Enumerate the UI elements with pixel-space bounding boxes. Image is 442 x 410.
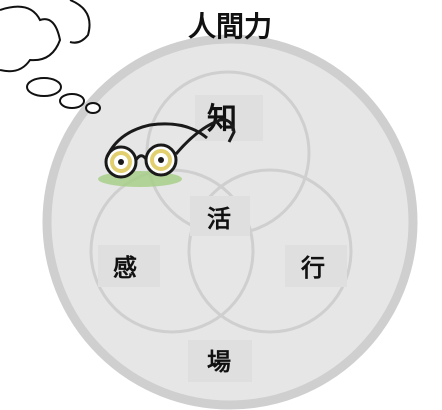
label-box-action <box>285 245 347 287</box>
label-box-knowledge <box>195 95 263 141</box>
label-use: 活 <box>207 205 231 233</box>
label-box-sense <box>98 245 160 287</box>
label-place: 場 <box>207 348 231 376</box>
label-action: 行 <box>300 254 325 282</box>
glasses-icon <box>98 118 236 187</box>
label-box-use <box>190 196 250 236</box>
label-box-place <box>188 340 252 382</box>
thought-bubble-icon <box>0 0 101 114</box>
label-sense: 感 <box>113 254 137 282</box>
venn-circle-right <box>187 168 353 334</box>
diagram-title: 人間力 <box>188 10 272 43</box>
